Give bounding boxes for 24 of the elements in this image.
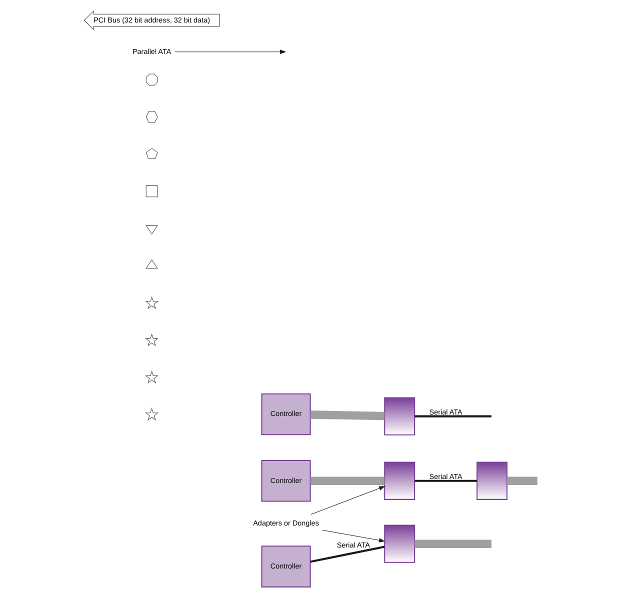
connector [414,479,476,482]
node-pentagon [145,148,158,158]
node-box [384,524,415,562]
connector [414,414,491,417]
node-box [476,461,507,500]
arrow [174,49,286,54]
arrow [322,529,385,542]
connector [414,539,491,548]
node-star [144,332,158,346]
arrow [310,486,385,514]
node-star [144,407,158,420]
node-star [144,296,158,309]
node-box [384,396,415,435]
connector [310,545,384,562]
connector [506,476,537,484]
node-square [145,184,158,197]
node-triangle [145,258,158,268]
connector [310,410,384,420]
node-octagon [145,73,158,86]
node-inverted-triangle [145,224,158,234]
node-star [144,370,158,383]
node-hexagon [145,110,158,122]
connector [310,476,384,484]
node-box [384,461,415,500]
